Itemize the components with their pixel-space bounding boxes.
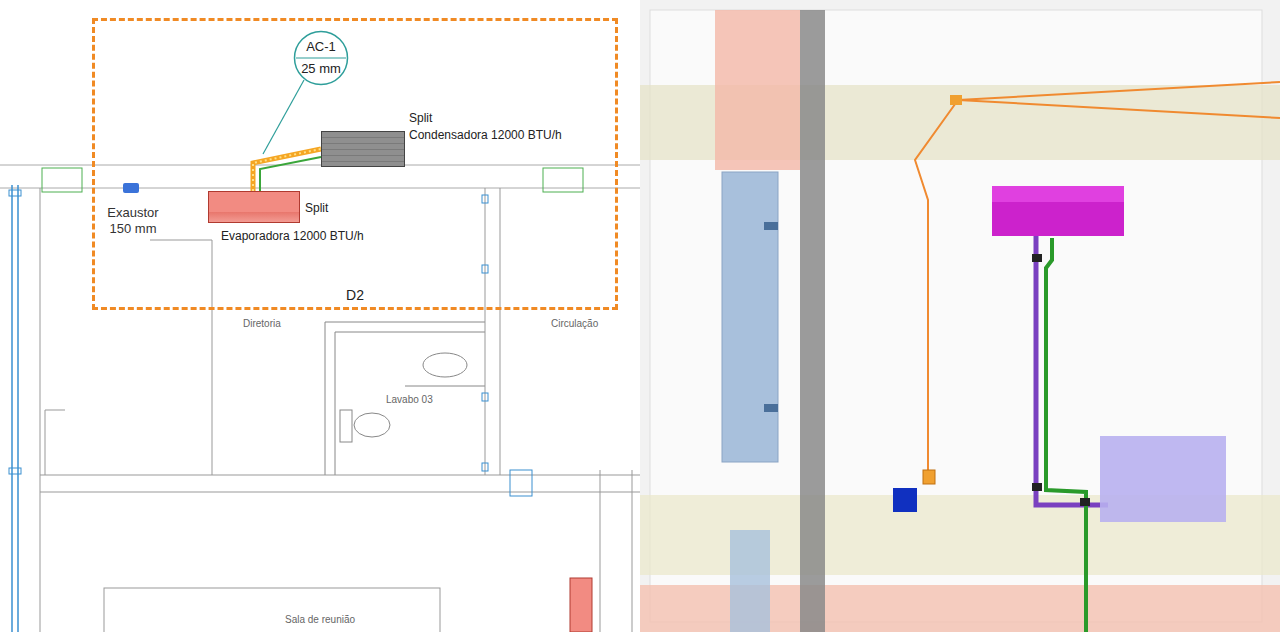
dashed-region: D2AC-125 mmSplitCondensadora 12000 BTU/h…	[92, 18, 618, 310]
condenser-3d	[1100, 436, 1226, 522]
counter-line	[405, 386, 485, 387]
fitting-symbol	[9, 468, 21, 474]
window-panel	[722, 172, 778, 462]
region-label: D2	[95, 287, 615, 304]
room-name: Diretoria	[243, 318, 281, 330]
conduit-line	[958, 82, 1280, 100]
fitting-symbol	[482, 195, 488, 203]
pipe-joint	[1080, 498, 1090, 506]
fitting-symbol	[482, 265, 488, 273]
sink-symbol	[423, 353, 467, 377]
wall-line	[500, 188, 501, 475]
evaporator-symbol	[570, 578, 592, 632]
beam	[715, 10, 800, 170]
evaporator-3d-top	[992, 186, 1124, 202]
window-symbol	[42, 168, 82, 192]
callout-dimension: 25 mm	[293, 61, 349, 77]
wall-line	[335, 332, 485, 475]
wall-line	[632, 470, 633, 632]
refrigerant-pipe	[253, 149, 321, 191]
callout-outline	[293, 30, 349, 86]
unit-name: Split	[305, 201, 328, 215]
callout-divider	[296, 57, 346, 58]
fitting-symbol	[9, 190, 21, 196]
unit-name: Split	[409, 111, 432, 125]
exhaust-fan-symbol	[893, 488, 917, 512]
room-name: Sala de reunião	[285, 614, 355, 626]
wall-line	[40, 188, 41, 632]
wall-line	[40, 492, 640, 493]
callout-tag: AC-1	[293, 39, 349, 55]
wall-line	[0, 165, 640, 166]
condenser-unit: SplitCondensadora 12000 BTU/h	[321, 109, 565, 167]
room-name: Lavabo 03	[386, 394, 433, 406]
fitting-symbol	[482, 393, 488, 401]
wall-line	[0, 188, 640, 189]
fitting-symbol	[510, 470, 532, 496]
fitting-symbol	[482, 463, 488, 471]
wall-line	[40, 475, 640, 476]
pipe-line	[17, 185, 19, 632]
bracket	[764, 404, 778, 412]
equipment-label: Exaustor 150 mm	[100, 205, 166, 236]
unit-capacity: Condensadora 12000 BTU/h	[409, 128, 562, 142]
room-name: Circulação	[551, 318, 598, 330]
window-symbol	[543, 168, 583, 192]
bracket	[764, 222, 778, 230]
wall-line	[150, 240, 212, 475]
window-panel	[730, 530, 770, 632]
exhaust-fan-symbol	[123, 183, 139, 193]
conduit-line	[958, 100, 1280, 118]
unit-capacity: Evaporadora 12000 BTU/h	[221, 229, 364, 243]
pipe-joint	[1032, 254, 1042, 262]
pipe-3d	[1046, 238, 1086, 632]
outlet-box	[923, 470, 935, 484]
wall-line	[325, 322, 485, 475]
view-background	[640, 0, 1280, 632]
conduit-line	[915, 100, 958, 470]
pipe-joint	[1032, 483, 1042, 491]
condenser-symbol	[321, 131, 405, 167]
pipe-line	[253, 149, 321, 191]
wall-line	[600, 470, 601, 632]
column	[800, 10, 825, 632]
wall-line	[485, 188, 486, 475]
toilet-symbol	[354, 413, 390, 437]
evaporator-unit: SplitEvaporadora 12000 BTU/h	[208, 191, 408, 249]
wall-line	[45, 410, 65, 411]
pipe-insulation	[253, 149, 321, 191]
table-outline	[104, 588, 440, 632]
pipe-line	[11, 185, 13, 632]
wall-line	[45, 410, 46, 475]
toilet-tank	[340, 410, 352, 442]
callout-circle: AC-1 25 mm	[293, 30, 352, 86]
leader-line	[263, 80, 304, 154]
evaporator-symbol	[208, 191, 300, 223]
junction-box	[950, 95, 962, 105]
